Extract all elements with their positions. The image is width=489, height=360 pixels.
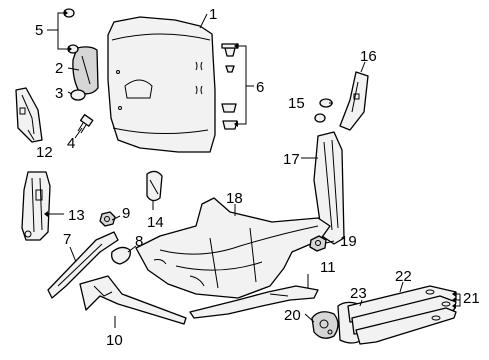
- callout-23: 23: [350, 285, 367, 302]
- part-11-bracket: [189, 285, 319, 319]
- callout-10: 10: [106, 332, 123, 349]
- arrow-heads: [44, 10, 456, 309]
- part-17-b-pillar: [313, 131, 345, 245]
- callout-labels: 1 5 2 3 4 6 12 13 9 7 8 10 14 15 16 17 1…: [35, 6, 480, 349]
- callout-16: 16: [360, 48, 377, 65]
- callout-5: 5: [35, 22, 43, 39]
- part-16-pillar-trim: [339, 71, 369, 131]
- callout-2: 2: [55, 60, 63, 77]
- callout-8: 8: [135, 233, 143, 250]
- part-19-nut: [309, 235, 327, 252]
- part-9-nut: [99, 211, 116, 227]
- part-12-pillar-trim: [15, 87, 43, 143]
- callout-11: 11: [320, 259, 336, 276]
- part-7-sill: [47, 231, 119, 299]
- part-2-pad: [72, 46, 99, 95]
- callout-14: 14: [147, 214, 164, 231]
- callout-1: 1: [209, 6, 217, 23]
- part-6-retainers: [221, 43, 239, 130]
- part-15-clips: [314, 98, 333, 123]
- part-10-scuff: [79, 275, 187, 325]
- part-18-carpet: [135, 197, 331, 299]
- part-8-grommet: [111, 246, 131, 265]
- callout-15: 15: [288, 95, 305, 112]
- callout-21: 21: [463, 290, 480, 307]
- callout-4: 4: [67, 135, 75, 152]
- part-14-handle: [146, 170, 163, 202]
- part-22-rear-rail: [347, 285, 457, 345]
- callout-22: 22: [395, 268, 412, 285]
- part-3-clip: [70, 89, 86, 101]
- callout-3: 3: [55, 85, 63, 102]
- part-20-mount: [311, 311, 339, 339]
- part-4-screw: [77, 114, 94, 134]
- callout-13: 13: [68, 207, 85, 224]
- callout-12: 12: [36, 144, 53, 161]
- leader-lines: [27, 12, 461, 328]
- part-13-b-pillar: [21, 171, 51, 241]
- part-5-clips: [63, 8, 79, 54]
- callout-7: 7: [63, 231, 71, 248]
- part-1-headliner: [107, 16, 216, 153]
- callout-6: 6: [256, 79, 264, 96]
- callout-9: 9: [122, 205, 130, 222]
- callout-17: 17: [283, 151, 300, 168]
- callout-18: 18: [226, 190, 243, 207]
- callout-19: 19: [340, 233, 357, 250]
- callout-20: 20: [284, 307, 301, 324]
